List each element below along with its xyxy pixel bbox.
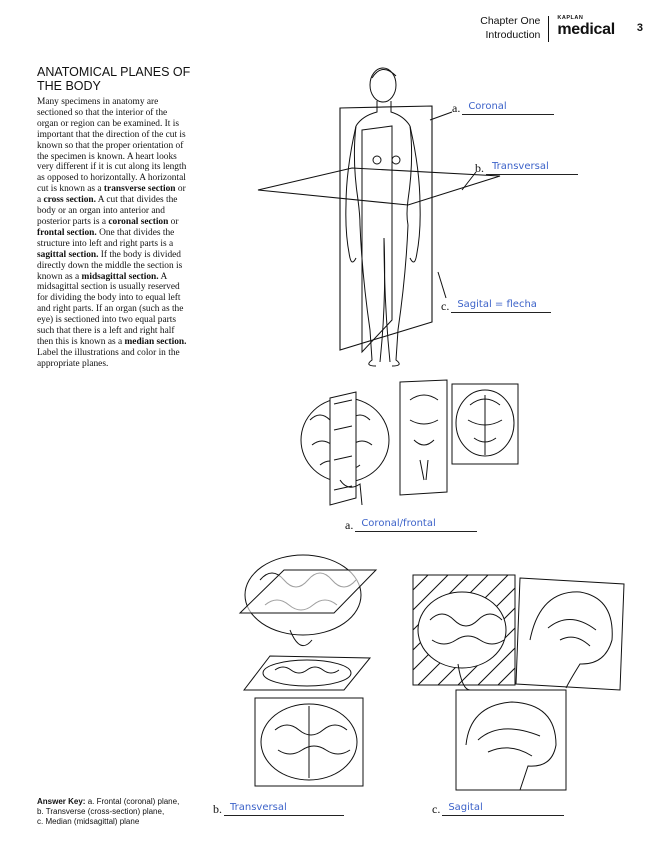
kaplan-logo: KAPLAN medical — [557, 15, 615, 38]
label-letter: a. — [452, 101, 461, 115]
page-title: ANATOMICAL PLANES OF THE BODY — [37, 65, 191, 93]
answer-key-line-1: Answer Key: a. Frontal (coronal) plane, — [37, 797, 212, 807]
text-run: If the body is divided directly down the… — [37, 249, 183, 282]
label-brain-c: c. Sagital — [432, 801, 565, 816]
answer-key-line-3: c. Median (midsagittal) plane — [37, 817, 140, 826]
answer-line[interactable]: Coronal/frontal — [355, 517, 478, 532]
label-letter: c. — [432, 802, 441, 816]
answer-line[interactable]: Sagital — [442, 801, 565, 816]
answer-line[interactable]: Transversal — [224, 801, 344, 816]
handwritten-answer: Coronal/frontal — [361, 518, 436, 529]
text-run: A midsagittal section is usually reserve… — [37, 271, 184, 347]
text-run: or a — [37, 184, 186, 206]
text-run: One that divides the structure into left… — [37, 227, 175, 249]
term-median: median section. — [124, 336, 187, 347]
label-body-b: b. Transversal — [475, 160, 578, 175]
answer-key-heading: Answer Key: — [37, 797, 86, 806]
handwritten-answer: Coronal — [468, 101, 507, 112]
page-number: 3 — [636, 22, 643, 34]
term-transverse: transverse section — [103, 184, 176, 195]
label-body-c: c. Sagital = flecha — [441, 298, 552, 313]
term-coronal: coronal section — [108, 216, 169, 227]
answer-line[interactable]: Transversal — [486, 160, 578, 175]
coronal-brain-figures — [300, 379, 519, 506]
chapter-label: Chapter One — [480, 15, 541, 27]
answer-key-text: a. Frontal (coronal) plane, — [85, 797, 180, 806]
page-header: Chapter One Introduction KAPLAN medical … — [480, 14, 643, 42]
handwritten-answer: Sagital = flecha — [457, 299, 537, 310]
text-run: Many specimens in anatomy are sectioned … — [37, 97, 187, 195]
answer-key: Answer Key: a. Frontal (coronal) plane, … — [37, 797, 212, 827]
text-run: A cut that divides the body or an organ … — [37, 195, 178, 227]
label-brain-b: b. Transversal — [213, 801, 344, 816]
term-frontal: frontal section. — [37, 227, 97, 238]
body-paragraph: Many specimens in anatomy are sectioned … — [37, 97, 189, 370]
answer-key-line-2: b. Transverse (cross-section) plane, — [37, 807, 165, 816]
term-cross: cross section. — [43, 195, 96, 206]
text-run: Label the illustrations and color in the… — [37, 347, 180, 369]
term-sagittal: sagittal section. — [37, 249, 99, 260]
label-letter: b. — [475, 161, 484, 175]
header-divider — [548, 16, 550, 42]
answer-line[interactable]: Sagital = flecha — [451, 298, 552, 313]
transverse-brain-figures — [238, 554, 378, 787]
chapter-info: Chapter One Introduction — [480, 14, 540, 42]
logo-main-text: medical — [557, 20, 615, 38]
section-label: Introduction — [485, 29, 541, 41]
term-midsagittal: midsagittal section. — [81, 271, 159, 282]
handwritten-answer: Transversal — [230, 802, 287, 813]
label-brain-a: a. Coronal/frontal — [345, 517, 478, 532]
human-body-figure — [257, 67, 501, 367]
label-letter: a. — [345, 518, 354, 532]
text-run: or — [168, 216, 179, 227]
label-letter: c. — [441, 299, 450, 313]
answer-line[interactable]: Coronal — [462, 100, 555, 115]
label-letter: b. — [213, 802, 222, 816]
label-body-a: a. Coronal — [452, 100, 555, 115]
logo-small-text: KAPLAN — [557, 15, 584, 21]
sagittal-brain-figures — [412, 574, 625, 791]
handwritten-answer: Sagital — [448, 802, 483, 813]
handwritten-answer: Transversal — [492, 161, 549, 172]
